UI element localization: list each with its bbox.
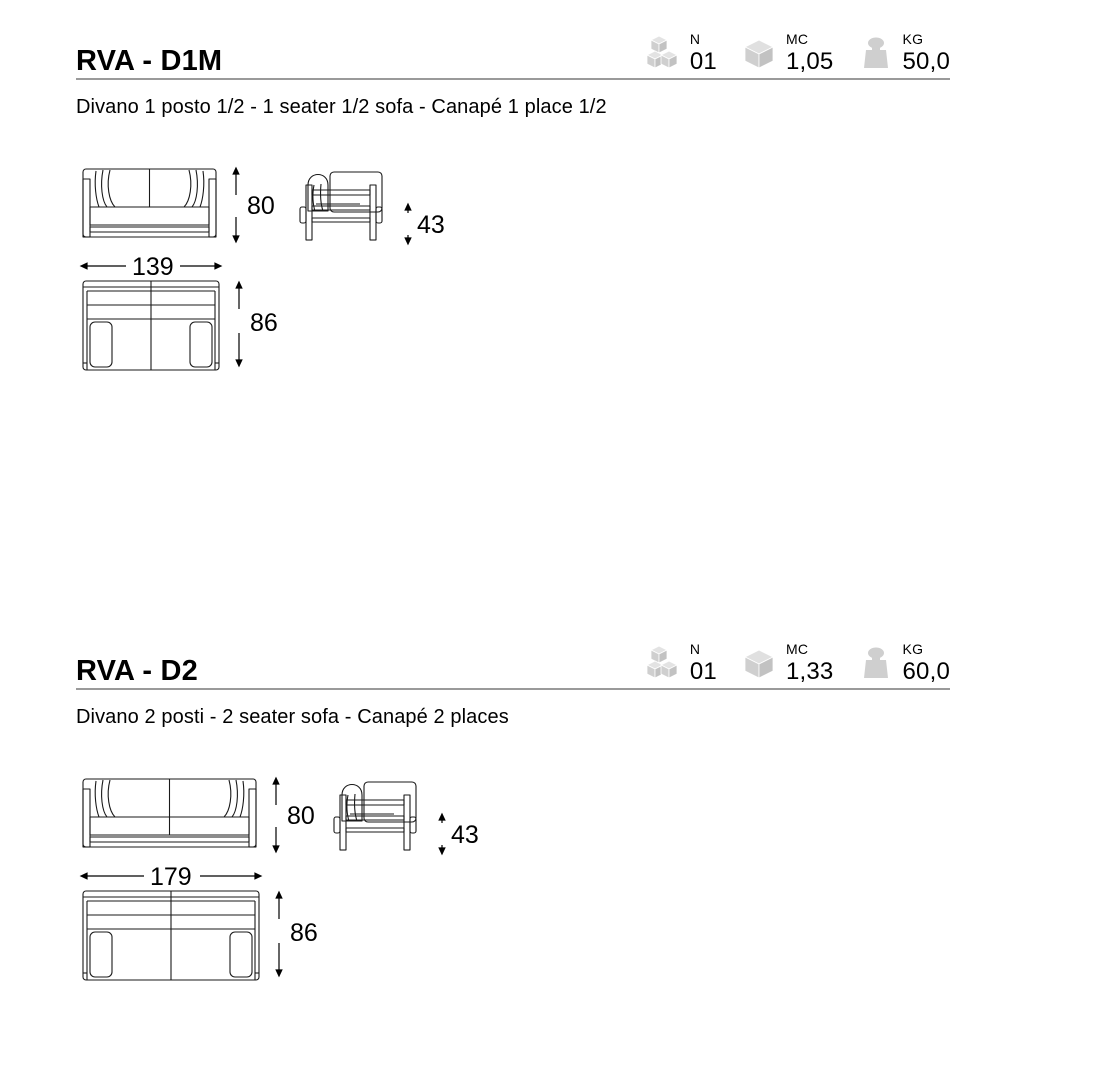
product-block-d2: RVA - D2	[0, 610, 1100, 989]
front-elevation-drawing: 80 139	[76, 161, 306, 291]
dimension-seat-height: 43	[451, 821, 479, 849]
technical-drawings: 80 179	[0, 749, 1100, 989]
boxes-stack-icon	[646, 644, 681, 682]
spec-group: N 01 MC 1,33	[646, 641, 950, 685]
header-divider	[76, 688, 950, 690]
product-code: RVA - D1M	[76, 45, 223, 77]
spec-value: 60,0	[902, 658, 950, 685]
boxes-stack-icon	[646, 34, 681, 72]
front-elevation-drawing: 80 179	[76, 771, 346, 901]
spec-group: N 01 MC 1,05	[646, 31, 950, 75]
spec-value: 01	[689, 658, 717, 685]
spec-value: 50,0	[902, 48, 950, 75]
product-description: Divano 2 posti - 2 seater sofa - Canapé …	[76, 706, 509, 728]
spec-label: KG	[902, 641, 924, 657]
product-header: RVA - D1M	[76, 0, 950, 78]
spec-value: 1,05	[785, 48, 834, 75]
spec-item-volume: MC 1,33	[743, 642, 834, 684]
spec-label: MC	[785, 641, 809, 657]
dimension-height: 80	[247, 192, 275, 220]
spec-value: 1,33	[785, 658, 834, 685]
cube-icon	[743, 34, 777, 72]
plan-view-drawing: 86	[76, 885, 346, 995]
spec-item-weight: KG 60,0	[859, 642, 950, 684]
spec-item-packages: N 01	[646, 31, 717, 75]
dimension-depth: 86	[250, 309, 278, 337]
plan-view-drawing: 86	[76, 275, 306, 385]
product-block-d1m: RVA - D1M	[0, 0, 1100, 379]
product-code: RVA - D2	[76, 655, 198, 687]
spec-item-volume: MC 1,05	[743, 32, 834, 74]
dimension-width: 179	[150, 863, 192, 891]
dimension-height: 80	[287, 802, 315, 830]
spec-label: N	[689, 31, 701, 47]
dimension-depth: 86	[290, 919, 318, 947]
dimension-width: 139	[132, 253, 174, 281]
technical-drawings: 80 139	[0, 139, 1100, 379]
cube-icon	[743, 644, 777, 682]
weight-icon	[859, 644, 893, 682]
spec-label: MC	[785, 31, 809, 47]
product-header: RVA - D2	[76, 610, 950, 688]
weight-icon	[859, 34, 893, 72]
product-description: Divano 1 posto 1/2 - 1 seater 1/2 sofa -…	[76, 96, 607, 118]
spec-item-packages: N 01	[646, 641, 717, 685]
side-elevation-drawing: 43	[330, 773, 480, 883]
dimension-seat-height: 43	[417, 211, 445, 239]
spec-label: N	[689, 641, 701, 657]
side-elevation-drawing: 43	[296, 163, 446, 273]
header-divider	[76, 78, 950, 80]
spec-value: 01	[689, 48, 717, 75]
spec-item-weight: KG 50,0	[859, 32, 950, 74]
spec-label: KG	[902, 31, 924, 47]
